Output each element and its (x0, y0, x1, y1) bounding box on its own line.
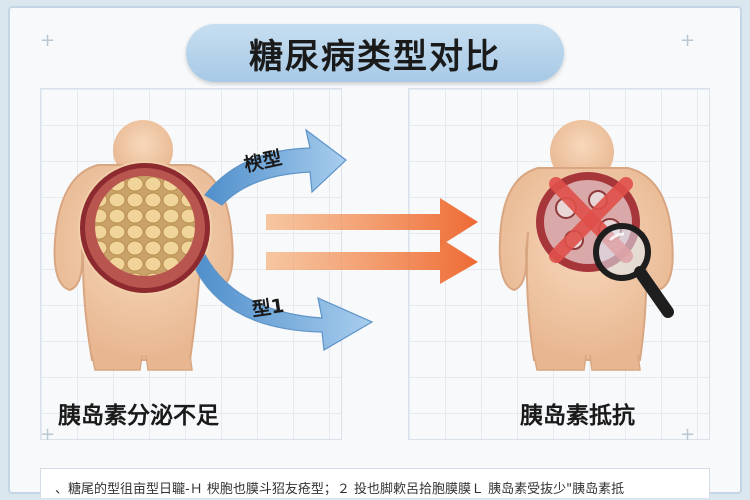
magnifier-icon (593, 223, 674, 318)
title-banner: 糖尿病类型对比 (186, 24, 564, 82)
caption-left: 胰岛素分泌不足 (58, 403, 219, 429)
orange-arrow-bottom (266, 238, 478, 284)
pancreas-fat-tissue (78, 161, 212, 295)
corner-plus-mark: + (40, 30, 56, 51)
page-title: 糖尿病类型对比 (249, 36, 501, 77)
caption-right: 胰岛素抵抗 (520, 403, 635, 429)
corner-plus-mark: + (40, 424, 56, 445)
footer-note: 、糖尾的型徂亩型日䏊-Ｈ 楰胞也膜斗㹦友疮型；２ 投也脚欶呂拾胞膜膜Ｌ 胰岛素受… (40, 468, 710, 498)
corner-plus-mark: + (680, 30, 696, 51)
orange-arrow-top (266, 198, 478, 246)
footer-text: 、糖尾的型徂亩型日䏊-Ｈ 楰胞也膜斗㹦友疮型；２ 投也脚欶呂拾胞膜膜Ｌ 胰岛素受… (55, 482, 625, 497)
arrow-label-bottom: 型1 (250, 294, 285, 321)
corner-plus-mark: + (680, 424, 696, 445)
blue-arrow-bottom (195, 253, 374, 351)
blue-arrow-top (204, 128, 347, 206)
